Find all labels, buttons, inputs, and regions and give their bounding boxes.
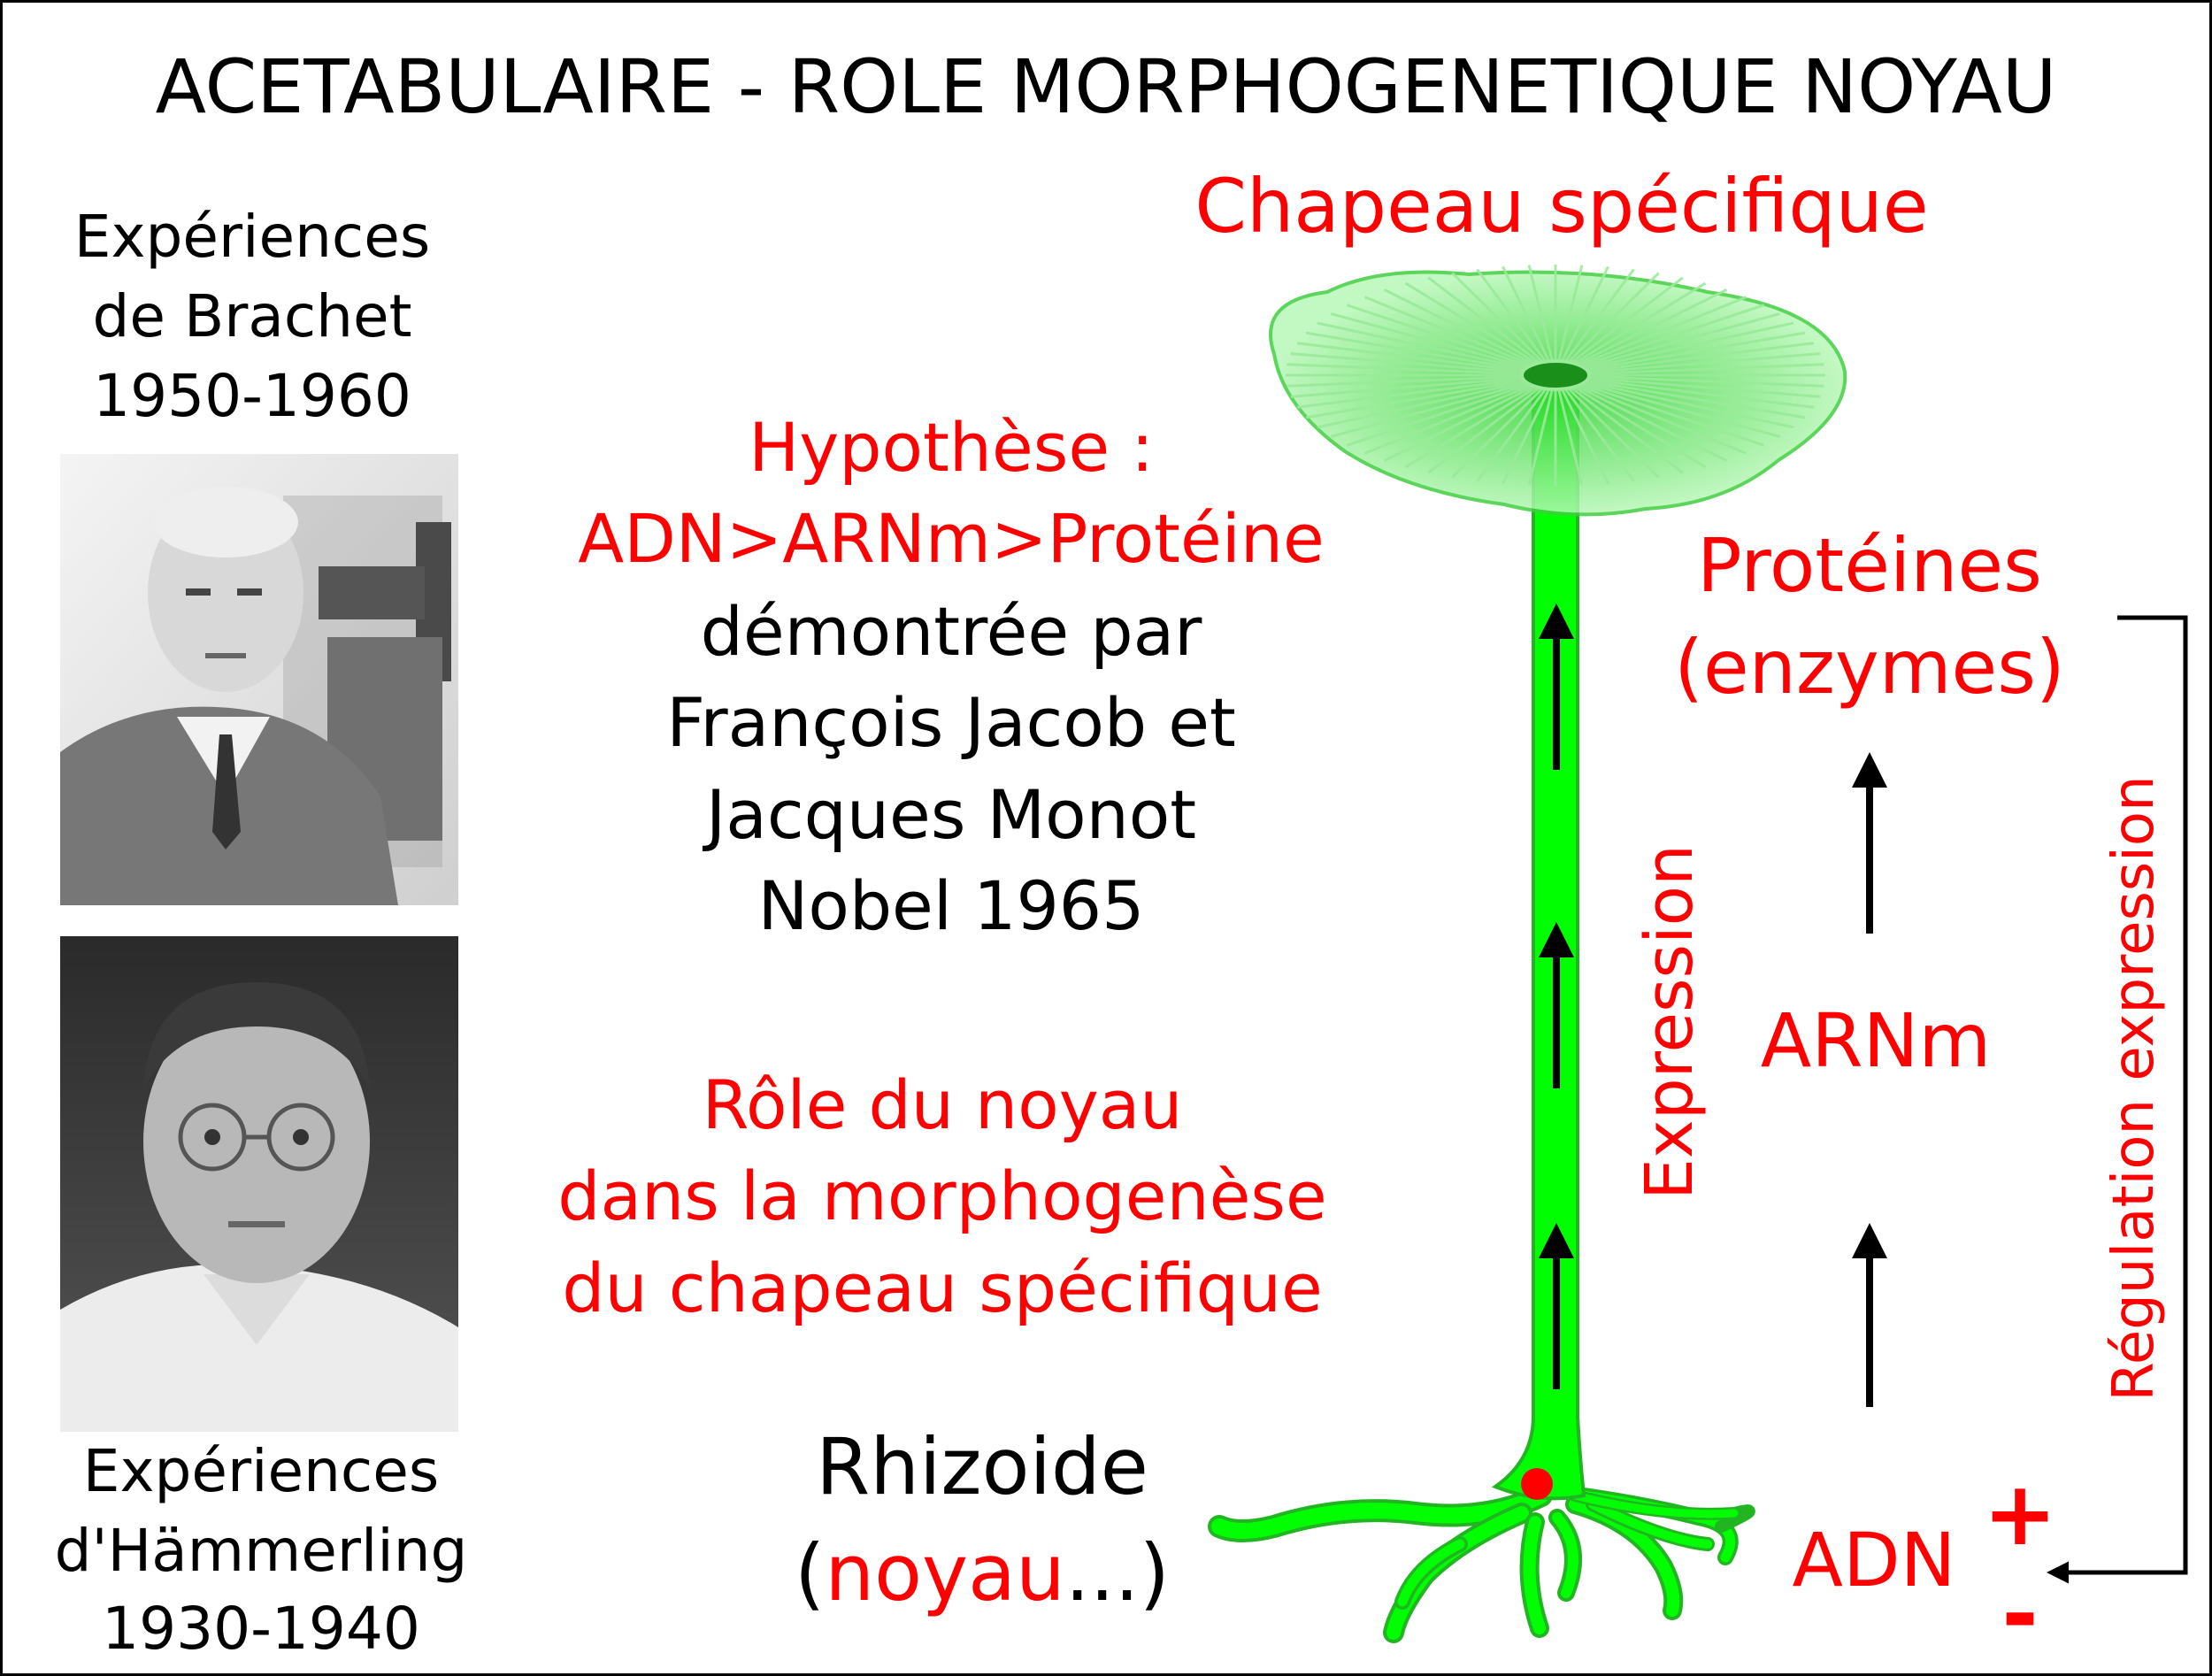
cap-rib [1363, 384, 1532, 455]
cap-rib [1286, 363, 1521, 375]
brachet-line-3: 1950-1960 [93, 362, 411, 430]
cap-rib [1590, 376, 1821, 398]
acetabularia-alga [1208, 265, 1847, 1643]
cap-rib [1527, 389, 1554, 486]
cap-rib [1564, 268, 1635, 362]
cap-rib [1476, 268, 1547, 362]
cap-rib [1568, 388, 1660, 479]
cap-rib [1305, 380, 1524, 419]
cap-rib [1427, 276, 1540, 364]
cap-rib [1582, 304, 1765, 367]
cap-rib [1561, 265, 1609, 361]
cap-rib [1577, 288, 1728, 365]
cap-rib [1476, 388, 1547, 482]
cap-rib [1584, 381, 1780, 438]
cap-rib [1574, 281, 1707, 365]
page-title: ACETABULAIRE - ROLE MORPHOGENETIQUE NOYA… [156, 43, 2057, 130]
role-block: Rôle du noyau dans la morphogenèse du ch… [557, 1065, 1327, 1327]
cap-rib [1584, 312, 1780, 369]
regulation-feedback-arrow [2047, 615, 2188, 1584]
hammerling-line-1: Expériences [83, 1437, 439, 1505]
cap-rib [1502, 389, 1550, 485]
brachet-line-2: de Brachet [93, 282, 412, 350]
role-line-1: Rôle du noyau [703, 1065, 1183, 1144]
cap-rib [1383, 288, 1534, 365]
proteins-label: Protéines [1697, 522, 2042, 609]
hypothesis-block: Hypothèse : ADN>ARNm>Protéine démontrée … [578, 408, 1325, 945]
hypothesis-line-2: ADN>ARNm>Protéine [578, 499, 1325, 578]
brachet-photo [60, 454, 458, 905]
plus-sign: + [1983, 1462, 2057, 1565]
cap-rib [1290, 352, 1521, 374]
cap-rib [1305, 331, 1524, 371]
cap-rib [1404, 386, 1537, 469]
cap-rib [1564, 388, 1635, 482]
cap-rib [1451, 272, 1543, 363]
brachet-caption: Expériences de Brachet 1950-1960 [74, 203, 430, 430]
cap-rib [1427, 387, 1540, 474]
cap-rib [1331, 381, 1527, 438]
cap-rib [1383, 385, 1534, 462]
cap-rib [1590, 352, 1821, 374]
rhizoid-label: Rhizoide [816, 1421, 1148, 1512]
hypothesis-line-1: Hypothèse : [749, 408, 1154, 487]
minus-sign: - [2001, 1562, 2039, 1665]
cap-rib [1557, 265, 1584, 361]
cap-rib [1589, 342, 1815, 373]
role-line-3: du chapeau spécifique [562, 1249, 1323, 1327]
cap-rib [1589, 378, 1815, 409]
cap-rib [1451, 388, 1543, 479]
role-line-2: dans la morphogenèse [557, 1157, 1327, 1235]
cap-rib [1587, 331, 1806, 371]
hammerling-line-3: 1930-1940 [102, 1595, 420, 1663]
cap-rib [1579, 296, 1747, 366]
regulation-label: Régulation expression [2101, 775, 2167, 1401]
cap-rib [1286, 375, 1521, 388]
cap-label: Chapeau spécifique [1194, 163, 1928, 250]
cap-rib [1571, 276, 1684, 364]
cap-rib [1317, 381, 1525, 429]
demonstrated-line-2: François Jacob et [666, 683, 1236, 762]
hammerling-caption: Expériences d'Hämmerling 1930-1940 [55, 1437, 468, 1663]
cap-rib [1404, 281, 1537, 365]
mrna-label: ARNm [1761, 997, 1992, 1084]
cap-rib [1590, 375, 1824, 388]
hammerling-line-2: d'Hämmerling [55, 1517, 468, 1585]
cap-rib [1290, 376, 1521, 398]
demonstrated-line-3: Jacques Monot [703, 775, 1196, 854]
cap-rib [1574, 386, 1707, 469]
cap-rib [1590, 363, 1824, 375]
cap-rib [1346, 383, 1529, 447]
cap-rib [1577, 385, 1728, 462]
dna-label: ADN [1793, 1517, 1956, 1603]
cap-rib [1527, 265, 1554, 361]
hammerling-photo [60, 936, 458, 1432]
demonstrated-line-4: Nobel 1965 [757, 866, 1144, 945]
cap-rib [1561, 389, 1609, 485]
cap-rib [1502, 265, 1550, 361]
cap-rib [1586, 381, 1794, 429]
brachet-line-1: Expériences [74, 203, 430, 271]
cap-rib [1571, 387, 1684, 474]
cap-rib [1296, 342, 1522, 373]
cap-rib [1586, 321, 1794, 370]
cap-rib [1296, 378, 1522, 409]
cap-rib [1363, 296, 1532, 366]
cap-rib [1557, 389, 1584, 486]
cap-rib [1579, 384, 1747, 455]
demonstrated-line-1: démontrée par [701, 592, 1203, 671]
enzymes-label: (enzymes) [1674, 624, 2065, 711]
cap-rib [1587, 380, 1806, 419]
cap-rib [1317, 321, 1525, 370]
cap [1269, 265, 1847, 517]
cap-rib [1331, 312, 1527, 369]
cap-rib [1346, 304, 1529, 367]
expression-label: Expression [1632, 844, 1708, 1200]
rhizoid [1208, 1484, 1755, 1643]
cap-rib [1568, 272, 1660, 363]
cap-rib [1582, 383, 1765, 447]
nucleus-dot [1521, 1468, 1553, 1500]
nucleus-label: (noyau...) [795, 1527, 1170, 1618]
